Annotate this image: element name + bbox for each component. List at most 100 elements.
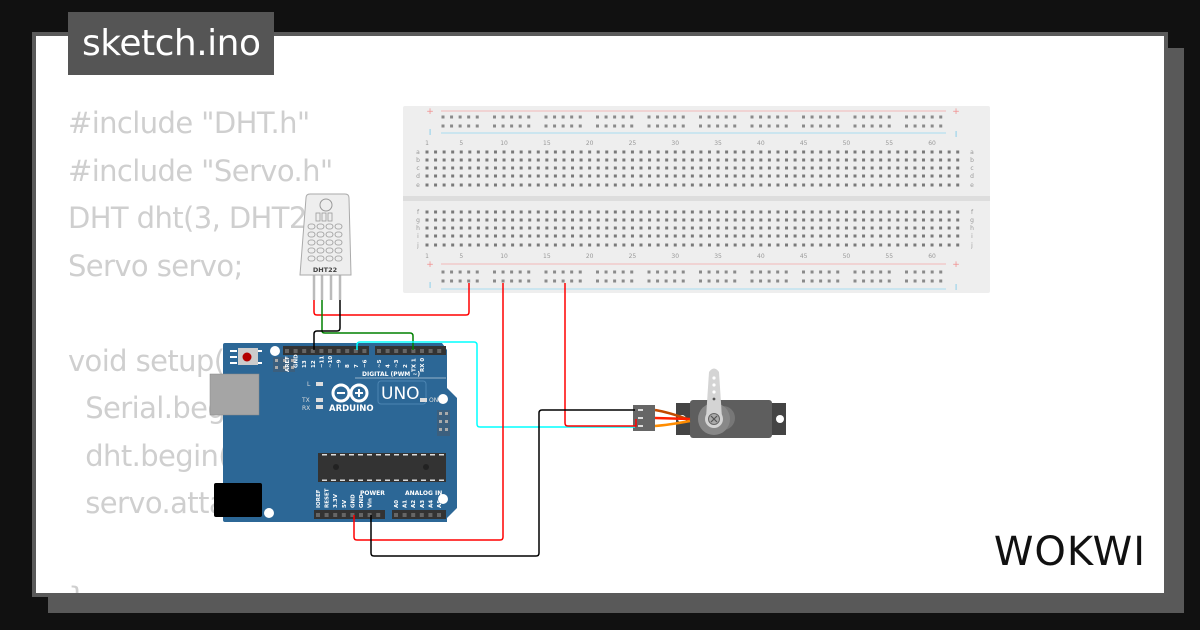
column-label: 25 (629, 253, 637, 260)
led-tx-label: TX (301, 397, 310, 404)
power-pin-label: GND (359, 494, 365, 508)
column-label: 60 (928, 140, 936, 147)
rail-minus-mark (429, 282, 431, 288)
digital-pin-label: ~11 (319, 356, 325, 368)
row-label: a (970, 149, 974, 156)
row-label: c (416, 165, 419, 172)
column-label: 30 (671, 140, 679, 147)
column-label: 50 (843, 253, 851, 260)
analog-pin-label: A3 (420, 500, 426, 508)
row-label: g (416, 217, 420, 224)
row-label: h (970, 225, 974, 232)
analog-pin-label: A5 (437, 500, 443, 508)
column-label: 15 (543, 253, 551, 260)
digital-pin-label: 7 (354, 364, 360, 368)
analog-pin-label: A2 (411, 500, 417, 508)
column-label: 35 (714, 253, 722, 260)
digital-pin-label: ~9 (337, 359, 343, 368)
servo-motor[interactable] (633, 368, 786, 439)
rail-plus-label: + (952, 107, 960, 117)
power-pin-label: 5V (342, 499, 348, 508)
column-label: 55 (885, 253, 893, 260)
row-label: d (970, 173, 974, 180)
code-line: dht.begin(); (68, 438, 249, 473)
power-pin-label: 3.3V (333, 493, 339, 508)
usb-port (209, 373, 260, 416)
digital-header-label: DIGITAL (PWM ~) (362, 371, 420, 378)
wire-dht-vcc[interactable] (313, 283, 470, 316)
digital-pin-label: 12 (311, 360, 317, 368)
column-label: 20 (586, 140, 594, 147)
code-line: } (68, 575, 352, 593)
row-label: a (416, 149, 420, 156)
digital-pin-label: GND (294, 354, 300, 368)
column-label: 10 (500, 140, 508, 147)
code-line: Servo servo; (68, 248, 243, 283)
rail-plus-label: + (426, 107, 434, 117)
rail-minus-mark (955, 131, 957, 137)
analog-pin-label: A0 (394, 500, 400, 508)
row-label: b (416, 157, 420, 164)
digital-pin-label: RX 0 (420, 358, 426, 372)
power-jack (214, 483, 262, 517)
column-label: 5 (459, 253, 463, 260)
column-label: 30 (671, 253, 679, 260)
dht22-label: DHT22 (313, 266, 337, 274)
row-label: c (970, 165, 973, 172)
row-label: i (417, 233, 419, 240)
rail-plus-label: + (952, 260, 960, 270)
column-label: 25 (629, 140, 637, 147)
column-label: 45 (800, 253, 808, 260)
wire-servo-vcc[interactable] (564, 283, 637, 427)
arduino-model-text: UNO (381, 384, 420, 404)
row-label: b (970, 157, 974, 164)
column-label: 40 (757, 140, 765, 147)
file-tab[interactable]: sketch.ino (68, 12, 275, 75)
dht22-sensor[interactable]: DHT22 (299, 193, 352, 300)
wire-servo-signal[interactable] (356, 341, 635, 428)
digital-pin-label: 4 (386, 364, 392, 368)
digital-pin-label: ~5 (377, 359, 383, 368)
power-pin-label: RESET (325, 488, 331, 508)
analog-pin-label: A1 (403, 500, 409, 508)
row-label: e (416, 182, 420, 189)
row-label: g (970, 217, 974, 224)
analog-pin-label: A4 (428, 500, 434, 508)
column-label: 40 (757, 253, 765, 260)
row-label: j (416, 242, 419, 249)
power-label: POWER (360, 490, 385, 497)
column-label: 35 (714, 140, 722, 147)
digital-pin-label: ~6 (362, 359, 368, 368)
digital-pin-label: ~3 (394, 359, 400, 368)
servo-connector (633, 405, 655, 431)
led-rx-label: RX (302, 405, 310, 412)
wire-servo-gnd[interactable] (370, 409, 635, 557)
wire-dht-data[interactable] (321, 300, 414, 350)
led-on-label: ON (429, 397, 438, 404)
wokwi-logo: WOKWI (993, 529, 1146, 575)
led-l-label: L (307, 381, 311, 388)
code-line: #include "DHT.h" (68, 106, 310, 140)
rail-minus-mark (955, 284, 957, 290)
arduino-logo: ARDUINO UNO (329, 380, 427, 414)
wire-dht-gnd[interactable] (313, 300, 341, 350)
digital-pin-label: ~10 (328, 356, 334, 368)
digital-pin-label: 2 (403, 364, 409, 368)
row-label: j (970, 242, 973, 249)
analog-label: ANALOG IN (405, 490, 442, 497)
arduino-brand-text: ARDUINO (329, 404, 374, 414)
digital-pin-label: 13 (302, 360, 308, 368)
column-label: 50 (843, 140, 851, 147)
row-label: f (417, 209, 420, 216)
column-label: 5 (459, 140, 463, 147)
rail-plus-label: + (426, 260, 434, 270)
column-label: 1 (425, 140, 429, 147)
digital-pin-label: TX 1 (411, 358, 417, 372)
rail-minus-mark (429, 129, 431, 135)
digital-pin-label: 8 (345, 364, 351, 368)
column-label: 45 (800, 140, 808, 147)
code-line: DHT dht(3, DHT22); (68, 201, 345, 235)
row-label: h (416, 225, 420, 232)
wire-arduino-5v[interactable] (353, 283, 504, 541)
